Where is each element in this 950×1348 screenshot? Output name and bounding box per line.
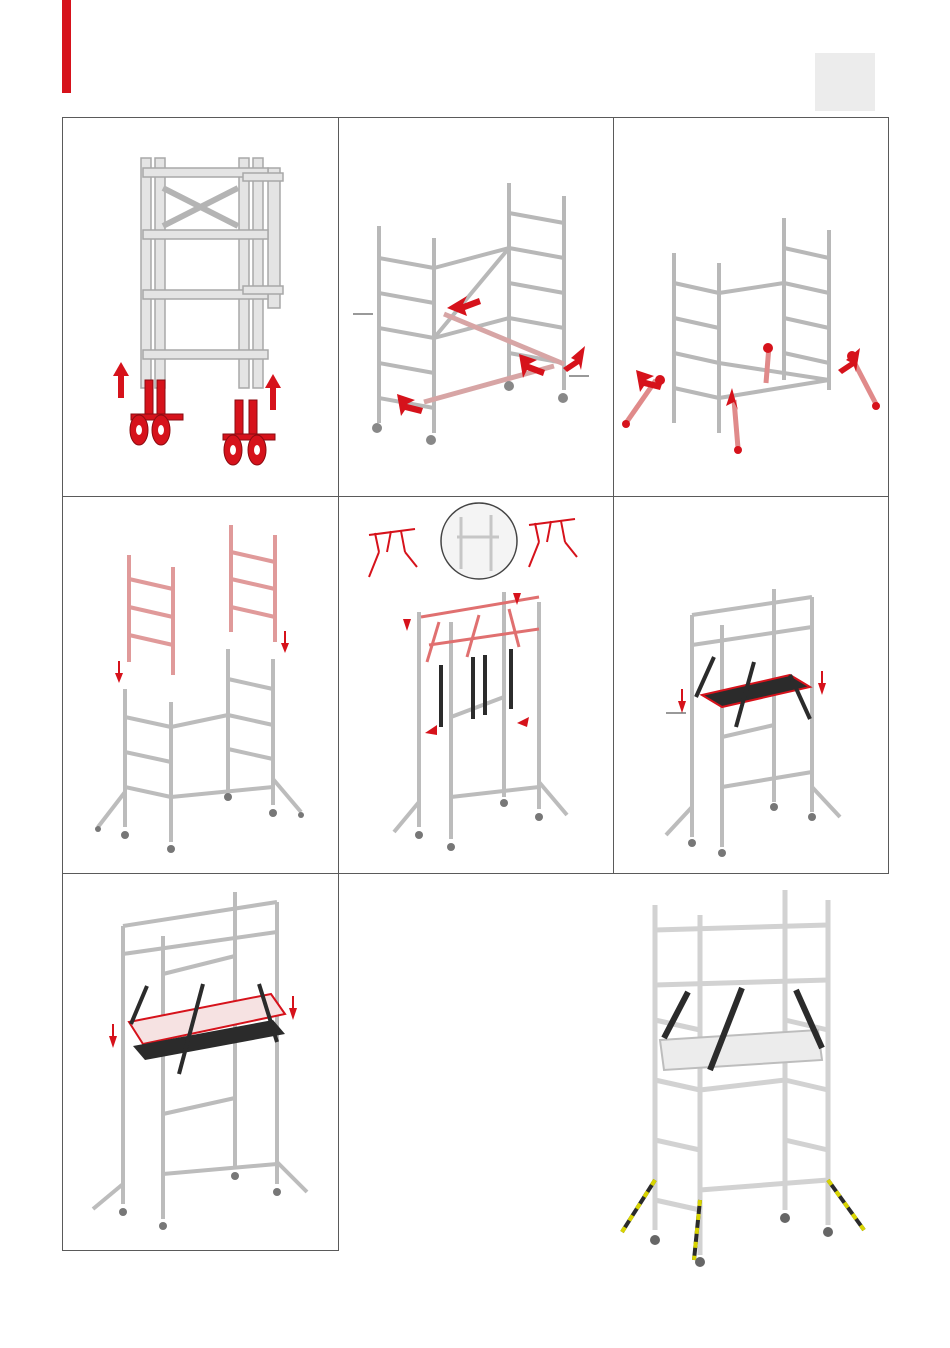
step-7-panel	[62, 873, 339, 1251]
red-arrow-icon	[397, 296, 585, 416]
finished-scaffold-illustration	[560, 880, 890, 1280]
red-accent-bar	[62, 0, 71, 93]
step-4-panel	[62, 496, 339, 874]
step-6-panel	[613, 496, 889, 874]
step-2-panel	[338, 117, 614, 497]
step-7-illustration	[63, 874, 339, 1251]
finished-scaffold-photo	[560, 880, 890, 1280]
caster-wheel-icon	[130, 380, 275, 465]
step-3-panel	[613, 117, 889, 497]
step-1-illustration	[63, 118, 339, 497]
page-number-box	[815, 53, 875, 111]
magnifier-detail-icon	[441, 503, 517, 579]
step-6-illustration	[614, 497, 889, 874]
step-2-illustration	[339, 118, 614, 497]
step-1-panel	[62, 117, 339, 497]
step-5-panel	[338, 496, 614, 874]
step-3-illustration	[614, 118, 889, 497]
step-5-illustration	[339, 497, 614, 874]
step-4-illustration	[63, 497, 339, 874]
red-arrow-icon	[622, 343, 880, 454]
